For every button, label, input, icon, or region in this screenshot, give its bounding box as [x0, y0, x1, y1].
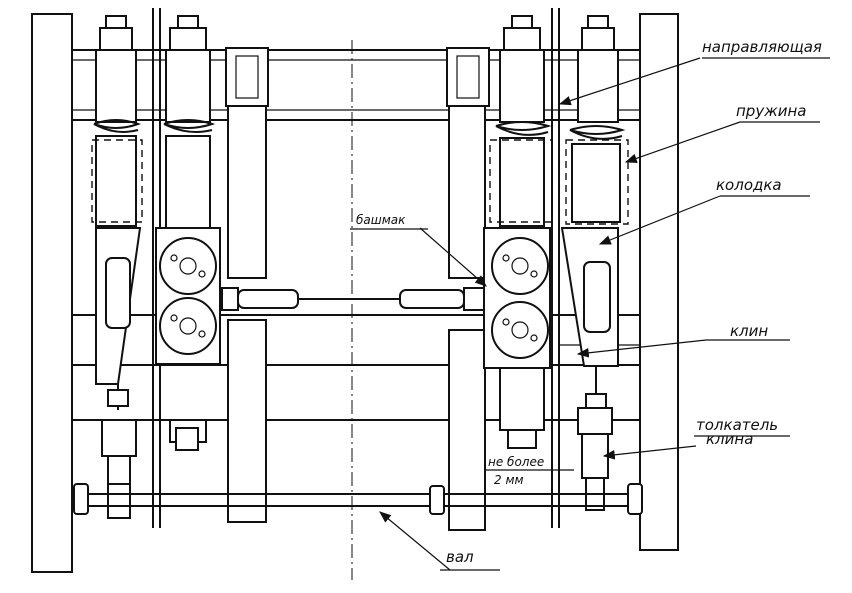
label-clearance-line1: не более	[488, 455, 544, 469]
label-pad: колодка	[716, 176, 782, 194]
right-post	[639, 13, 679, 551]
central-bar-right	[446, 47, 490, 531]
right-outer-column	[560, 15, 629, 511]
label-clearance-line2: 2 мм	[494, 473, 524, 487]
left-outer-column	[91, 15, 143, 519]
label-pusher-line2: клина	[706, 430, 753, 448]
label-shaft: вал	[446, 548, 474, 566]
label-pusher-line1: толкатель	[696, 416, 778, 434]
left-post	[31, 13, 73, 573]
left-inner-column	[155, 15, 221, 451]
label-spring: пружина	[736, 102, 806, 120]
central-bar-left	[225, 47, 269, 523]
label-guide: направляющая	[702, 38, 822, 56]
connecting-rod	[221, 287, 485, 311]
guide-rods	[152, 8, 560, 528]
leader-lines	[379, 57, 741, 571]
right-inner-column	[483, 15, 553, 449]
label-wedge: клин	[730, 322, 768, 340]
shaft	[73, 483, 643, 515]
label-shoe: башмак	[356, 213, 406, 227]
